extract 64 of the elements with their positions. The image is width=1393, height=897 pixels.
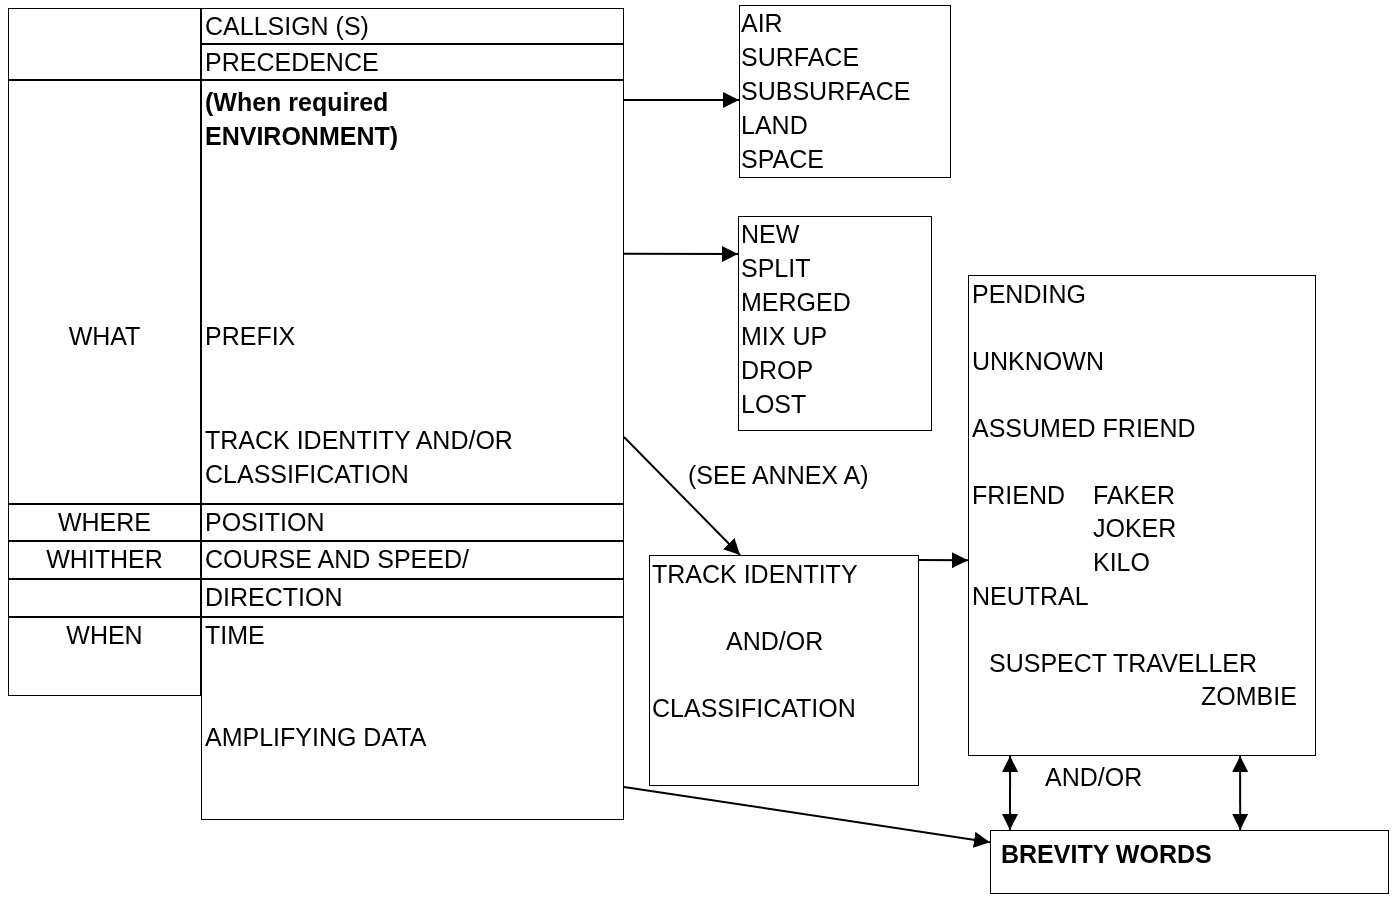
where-cell [8,504,201,541]
cell-text: NEUTRAL [972,581,1089,611]
cell-text: SPLIT [741,253,811,283]
cell-text: NEW [741,219,800,249]
what-cell [8,80,201,504]
cell-text: AIR [741,8,783,38]
cell-text: SURFACE [741,42,860,72]
cell-text: DROP [741,355,814,385]
cell-text: MIX UP [741,321,828,351]
cell-text: SUBSURFACE [741,76,911,106]
cell-text: CALLSIGN (S) [205,11,369,41]
prefix-list-box [738,216,932,431]
arrow [623,246,739,262]
cell-text: TRACK IDENTITY AND/OR CLASSIFICATION [205,425,514,490]
callsign-cell [201,8,624,44]
cell-text: TIME [205,620,265,650]
cell-text: MERGED [741,287,851,317]
arrow [623,785,991,848]
identity-list-box [968,275,1316,756]
cell-text: UNKNOWN [972,346,1104,376]
cell-text: KILO [1093,547,1150,577]
time-data-cell [201,617,624,820]
cell-text: AND/OR [726,626,824,656]
cell-text: CLASSIFICATION [652,693,856,723]
track-identity-box [649,555,919,786]
note-text: AND/OR [1045,762,1143,792]
position-cell [201,504,624,541]
when-cell [8,617,201,696]
whither-cell [8,541,201,579]
precedence-cell [201,44,624,80]
cell-text: SUSPECT [989,648,1108,678]
arrow [1002,755,1019,831]
cell-text: LAND [741,110,808,140]
cell-text: JOKER [1093,513,1177,543]
arrow [1232,755,1249,831]
cell-text: AMPLIFYING DATA [205,722,427,752]
cell-text: ASSUMED FRIEND [972,413,1196,443]
what-content-cell [201,80,624,504]
cell-text: FAKER [1093,480,1175,510]
cell-text: PRECEDENCE [205,47,379,77]
arrow [918,552,969,569]
heading-text: (When required ENVIRONMENT) [205,87,400,152]
brevity-words-box [990,830,1389,894]
cell-text: TRACK IDENTITY [652,559,858,589]
arrow [623,91,740,108]
cell-text: POSITION [205,507,325,537]
course-speed-cell [201,541,624,579]
cell-text: PREFIX [205,321,296,351]
cell-text: ZOMBIE [1201,681,1297,711]
cell-text: TRAVELLER [1113,648,1258,678]
cell-text: COURSE AND SPEED/ [205,544,469,574]
cell-text: SPACE [741,144,824,174]
cell-text: WHEN [65,620,144,650]
cell-text: DIRECTION [205,582,343,612]
cell-text: PENDING [972,279,1086,309]
arrow [623,436,741,556]
cell-text: WHERE [56,507,153,537]
cell-text: WHITHER [45,544,164,574]
direction-cell [201,579,624,617]
cell-text: BREVITY WORDS [1001,839,1212,869]
cell-text: LOST [741,389,807,419]
cell-text: FRIEND [972,480,1066,510]
environment-list-box [739,5,951,178]
cell-text: WHAT [67,321,142,351]
